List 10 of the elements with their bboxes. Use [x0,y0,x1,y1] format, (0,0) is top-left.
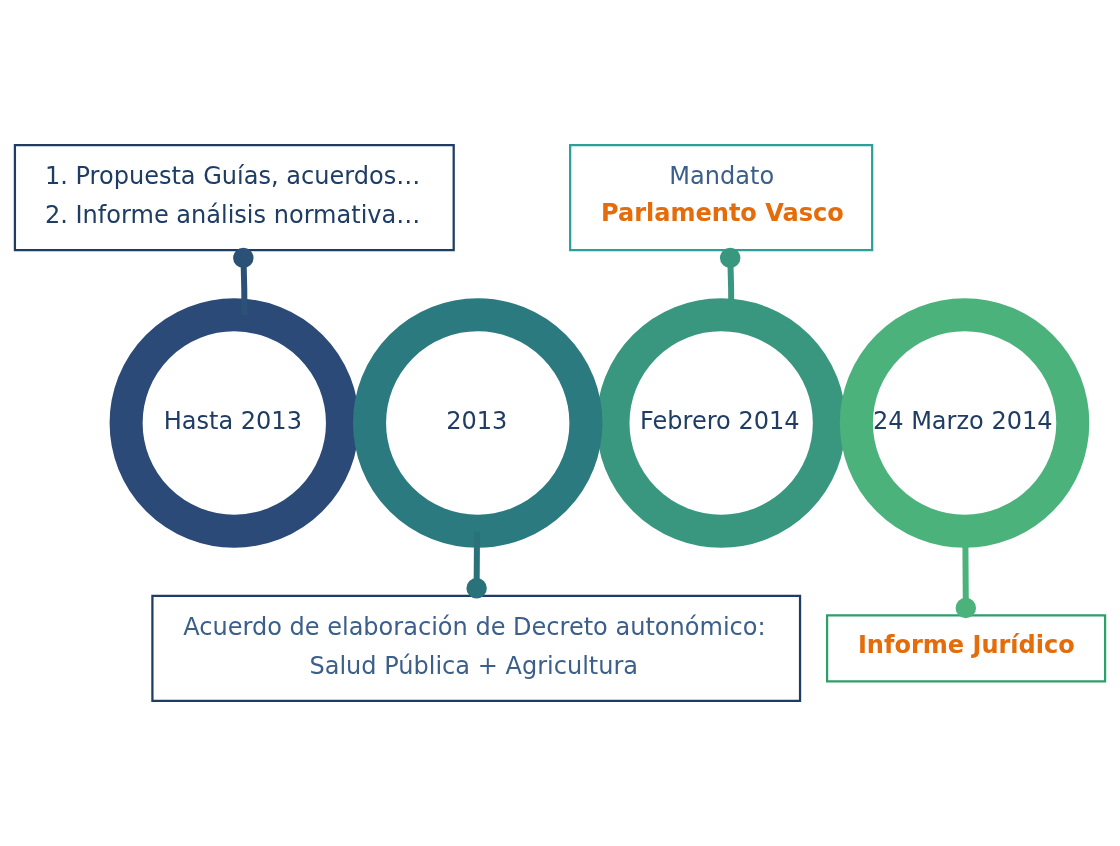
node-circle: Hasta 2013 [109,298,359,548]
node-box: Mandato Parlamento Vasco [569,143,874,252]
connector [233,247,254,315]
node-circle: 24 Marzo 2014 [839,298,1090,548]
node-box: Acuerdo de elaboración de Decreto autonómico: Salud Pública + Agricultura [151,594,802,703]
node-box: 1. Propuesta Guías, acuerdos… 2. Informe análisis normativa… [13,143,455,252]
node-circle: Febrero 2014 [596,298,846,548]
node-box: Informe Jurídico [825,614,1107,683]
node-circle: 2013 [353,298,603,548]
connector [466,531,487,599]
